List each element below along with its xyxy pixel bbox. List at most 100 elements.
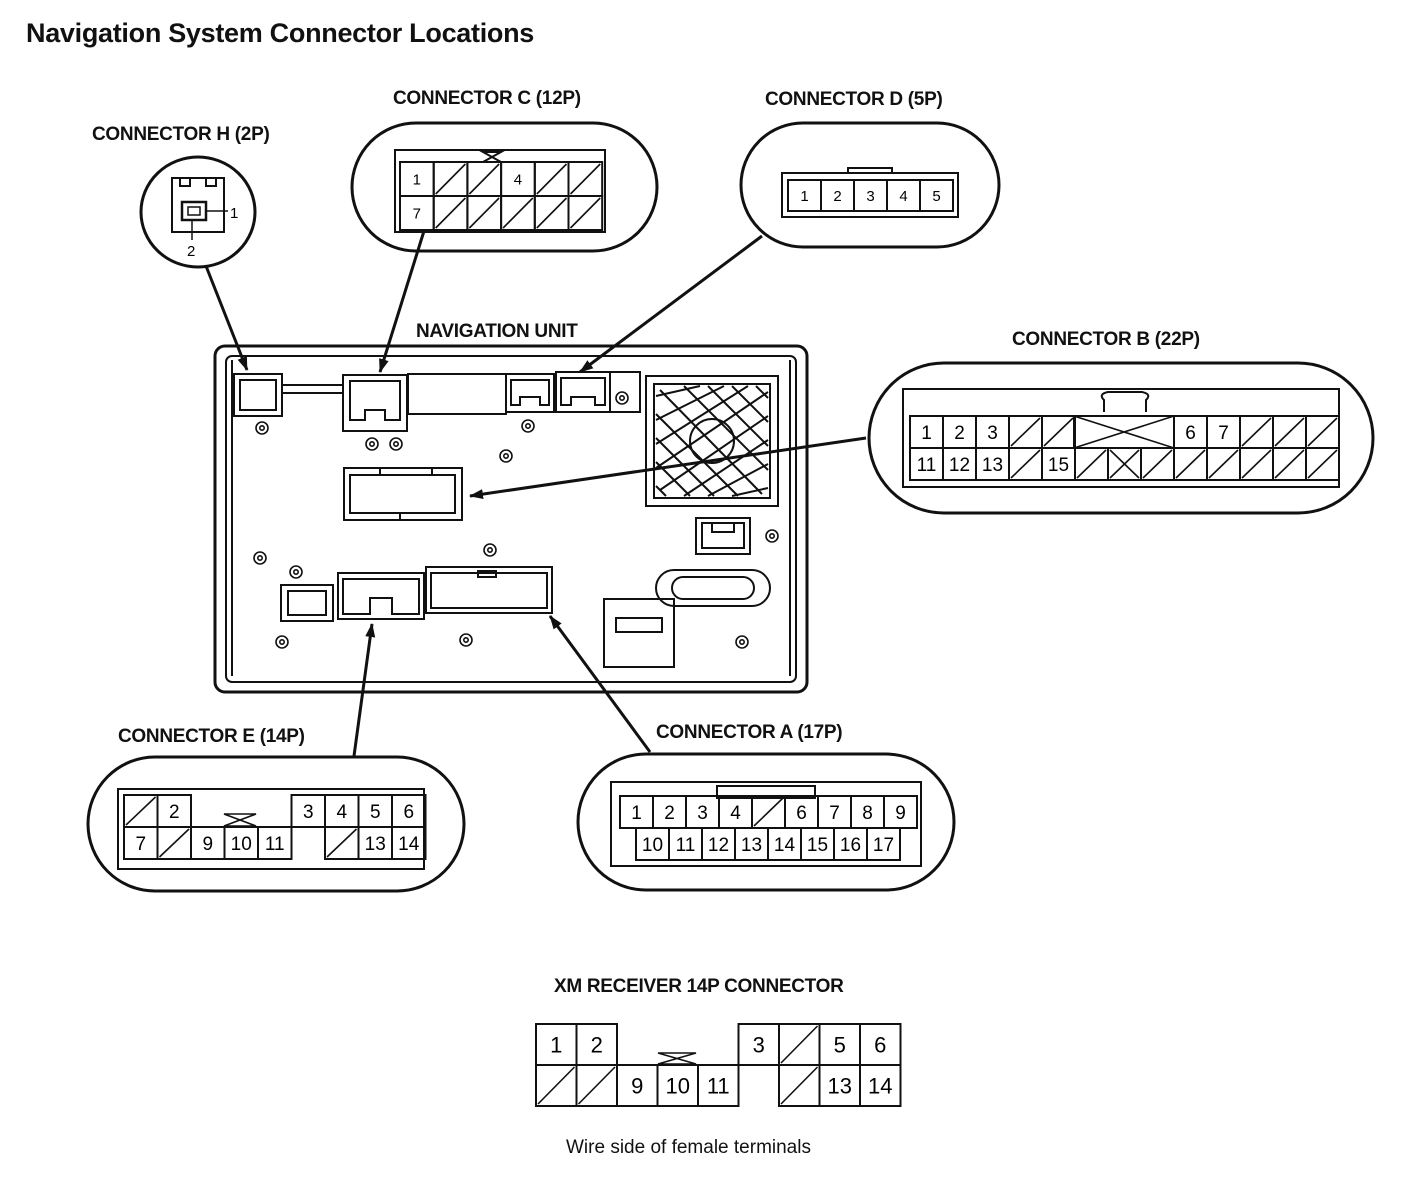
b-pin <box>1305 415 1340 449</box>
e-pin: 3 <box>290 794 326 828</box>
screw-icon <box>499 449 513 463</box>
connector-h-pin1-label: 1 <box>230 205 238 222</box>
a-pin-number: 16 <box>840 835 861 856</box>
unit-connector-a-socket <box>425 566 553 614</box>
screw-icon <box>735 635 749 649</box>
connector-h-face <box>171 177 228 240</box>
c-pin <box>533 195 570 231</box>
a-pin-number: 7 <box>829 803 840 824</box>
xm-pin <box>575 1064 618 1107</box>
e-pin: 11 <box>257 826 293 860</box>
xm-pin: 11 <box>697 1064 740 1107</box>
connector-b-latch <box>1100 391 1150 412</box>
a-pin: 14 <box>767 827 802 861</box>
unit-connector-h-socket <box>233 373 283 417</box>
a-pin: 3 <box>685 795 720 829</box>
connector-a-label: CONNECTOR A (17P) <box>656 722 843 743</box>
xm-pin-number: 14 <box>868 1073 892 1098</box>
screw-icon <box>459 633 473 647</box>
xm-pin: 1 <box>535 1023 578 1066</box>
a-pin-number: 13 <box>741 835 762 856</box>
connector-e-latch <box>223 813 257 827</box>
connector-d-housing <box>781 172 959 218</box>
c-pin-number: 4 <box>514 171 522 188</box>
connector-d-bubble <box>739 121 1001 249</box>
b-pin <box>1239 415 1274 449</box>
d-pin-number: 3 <box>866 188 874 205</box>
a-pin-number: 6 <box>796 803 807 824</box>
unused-pin-slash <box>1241 449 1272 479</box>
arrow-to-connector-e <box>352 623 376 757</box>
unused-pin-slash <box>753 797 784 827</box>
connector-b-cross-cell <box>1073 415 1175 449</box>
d-pin: 4 <box>886 179 921 212</box>
screw-icon <box>365 437 379 451</box>
screw-icon <box>255 421 269 435</box>
unused-pin-slash <box>125 796 157 826</box>
d-pin: 1 <box>787 179 822 212</box>
a-pin-number: 1 <box>631 803 642 824</box>
e-pin-number: 9 <box>202 834 213 855</box>
xm-pin: 6 <box>859 1023 902 1066</box>
xm-pin <box>535 1064 578 1107</box>
a-pin-number: 3 <box>697 803 708 824</box>
d-pin-number: 1 <box>800 188 808 205</box>
e-pin: 5 <box>357 794 393 828</box>
e-pin: 2 <box>156 794 192 828</box>
b-pin: 1 <box>909 415 944 449</box>
unused-pin-slash <box>502 197 534 229</box>
navigation-unit <box>213 344 809 694</box>
d-pin: 2 <box>820 179 855 212</box>
connector-h-bubble <box>139 155 257 269</box>
wire-side-caption: Wire side of female terminals <box>566 1137 811 1158</box>
d-pin-number: 4 <box>899 188 907 205</box>
unit-connector-c-socket <box>342 374 408 432</box>
unused-pin-slash <box>536 197 568 229</box>
unused-pin-slash <box>536 163 568 195</box>
xm-connector-label: XM RECEIVER 14P CONNECTOR <box>554 976 844 997</box>
unit-connector-d-socket <box>505 373 555 413</box>
c-pin: 1 <box>399 161 435 197</box>
e-pin-number: 4 <box>336 802 347 823</box>
connector-d-label: CONNECTOR D (5P) <box>765 89 943 110</box>
a-pin-number: 14 <box>774 835 796 856</box>
b-pin: 15 <box>1041 447 1076 481</box>
cooling-fan <box>645 375 779 507</box>
b-pin-number: 13 <box>982 455 1003 476</box>
b-pin-number: 12 <box>949 455 970 476</box>
c-pin <box>567 195 604 231</box>
b-pin <box>1272 415 1307 449</box>
a-pin: 4 <box>718 795 753 829</box>
b-pin <box>1074 447 1109 481</box>
xm-pin-number: 10 <box>666 1073 690 1098</box>
c-pin <box>432 195 469 231</box>
xm-pin: 10 <box>656 1064 699 1107</box>
connector-h-pin2-label: 2 <box>187 243 195 260</box>
a-pin: 15 <box>800 827 835 861</box>
c-pin <box>432 161 469 197</box>
xm-pin: 5 <box>818 1023 861 1066</box>
screw-icon <box>615 391 629 405</box>
unused-pin-slash <box>537 1066 576 1105</box>
b-pin <box>1305 447 1340 481</box>
c-pin-number: 7 <box>413 205 421 222</box>
b-pin: 3 <box>975 415 1010 449</box>
unused-pin-slash <box>468 163 500 195</box>
connector-d-latch <box>847 167 893 174</box>
c-pin-number: 1 <box>413 171 421 188</box>
e-pin: 9 <box>190 826 226 860</box>
unused-pin-slash <box>569 163 601 195</box>
xm-pin-number: 3 <box>753 1032 765 1057</box>
b-pin-number: 2 <box>954 423 965 444</box>
c-pin <box>500 195 536 231</box>
e-pin-number: 3 <box>303 802 314 823</box>
c-pin: 7 <box>399 195 435 231</box>
a-pin <box>751 795 786 829</box>
b-pin <box>1272 447 1307 481</box>
a-pin-number: 2 <box>664 803 675 824</box>
b-pin-number: 3 <box>987 423 998 444</box>
navigation-unit-label: NAVIGATION UNIT <box>416 321 578 342</box>
e-pin: 7 <box>123 826 159 860</box>
page-title: Navigation System Connector Locations <box>26 18 534 48</box>
